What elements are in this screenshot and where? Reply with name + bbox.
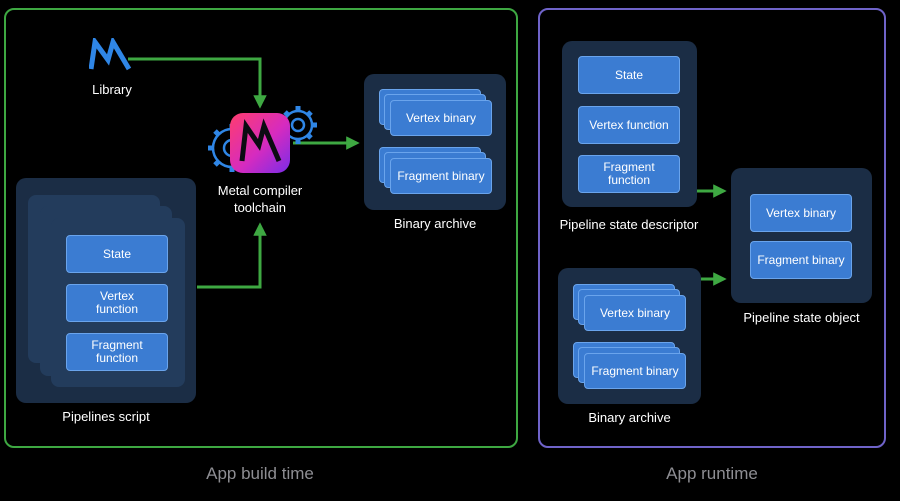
script-vertex-function: Vertex function bbox=[66, 284, 168, 322]
build-time-section bbox=[4, 8, 518, 448]
pipeline-state-object-label: Pipeline state object bbox=[743, 310, 860, 325]
script-vertex-line-1: Vertex bbox=[99, 289, 135, 303]
pso-vertex-binary: Vertex binary bbox=[750, 194, 852, 232]
metal-compiler-app-icon bbox=[230, 113, 290, 173]
descriptor-fragment-function: Fragment function bbox=[578, 155, 680, 193]
descriptor-fragment-line-1: Fragment bbox=[603, 160, 655, 174]
arrow-script-to-compiler bbox=[197, 222, 267, 289]
arrow-library-to-compiler bbox=[128, 57, 267, 109]
runtime-binary-archive-label: Binary archive bbox=[588, 410, 671, 425]
compiler-label-line-2: toolchain bbox=[233, 200, 287, 215]
build-binary-archive-label: Binary archive bbox=[393, 216, 477, 231]
pso-fragment-binary: Fragment binary bbox=[750, 241, 852, 279]
descriptor-fragment-line-2: function bbox=[607, 173, 651, 187]
pipeline-descriptor-label: Pipeline state descriptor bbox=[559, 217, 699, 232]
script-state: State bbox=[66, 235, 168, 273]
descriptor-state: State bbox=[578, 56, 680, 94]
library-label: Library bbox=[92, 82, 132, 97]
runtime-fragment-binary: Fragment binary bbox=[584, 353, 686, 389]
script-fragment-line-2: function bbox=[95, 351, 139, 365]
compiler-label-line-1: Metal compiler bbox=[217, 183, 303, 198]
runtime-section bbox=[538, 8, 886, 448]
script-fragment-line-1: Fragment bbox=[91, 338, 143, 352]
build-vertex-binary: Vertex binary bbox=[390, 100, 492, 136]
compiler-label: Metal compiler toolchain bbox=[200, 182, 320, 216]
runtime-caption: App runtime bbox=[666, 464, 758, 483]
runtime-vertex-binary: Vertex binary bbox=[584, 295, 686, 331]
metal-logo-icon bbox=[89, 38, 132, 71]
descriptor-vertex-function: Vertex function bbox=[578, 106, 680, 144]
build-fragment-binary: Fragment binary bbox=[390, 158, 492, 194]
script-vertex-line-2: function bbox=[95, 302, 139, 316]
pipelines-script-label: Pipelines script bbox=[62, 409, 150, 424]
build-time-caption: App build time bbox=[206, 464, 314, 483]
pipeline-state-object-panel bbox=[731, 168, 872, 303]
script-fragment-function: Fragment function bbox=[66, 333, 168, 371]
